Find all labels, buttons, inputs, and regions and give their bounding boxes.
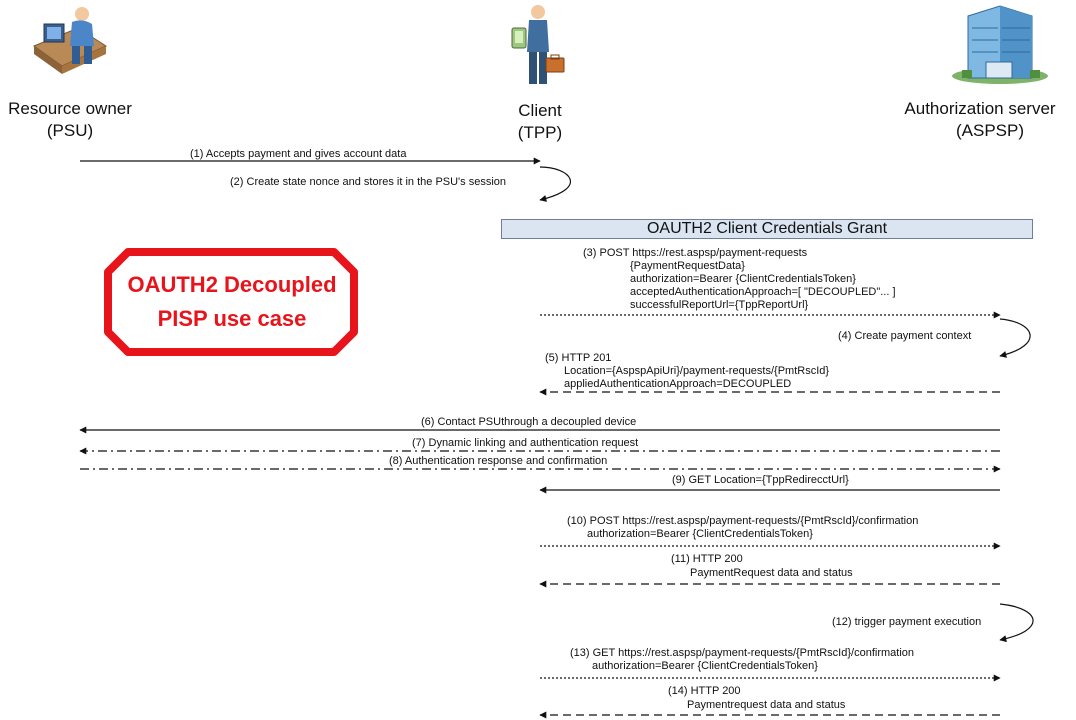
msg-7-label: (7) Dynamic linking and authentication r… <box>412 437 639 449</box>
actor-aspsp-name: Authorization server <box>904 99 1056 118</box>
msg-6-label: (6) Contact PSUthrough a decoupled devic… <box>421 416 637 428</box>
msg-3-line-3: authorization=Bearer {ClientCredentialsT… <box>630 273 856 285</box>
msg-14-line-2: Paymentrequest data and status <box>687 699 846 711</box>
actor-psu-role: (PSU) <box>46 121 94 140</box>
client-credentials-grant-banner: OAUTH2 Client Credentials Grant <box>501 219 1033 239</box>
use-case-badge-text: OAUTH2 Decoupled PISP use case <box>108 268 356 336</box>
use-case-badge <box>104 248 358 356</box>
msg-10-line-1: (10) POST https://rest.aspsp/payment-req… <box>567 515 919 527</box>
msg-13-line-2: authorization=Bearer {ClientCredentialsT… <box>592 660 818 672</box>
msg-14-line-1: (14) HTTP 200 <box>668 685 741 697</box>
msg-5-line-2: Location={AspspApiUri}/payment-requests/… <box>564 365 830 377</box>
msg-2-label: (2) Create state nonce and stores it in … <box>230 176 507 188</box>
msg-11-line-1: (11) HTTP 200 <box>671 553 743 565</box>
msg-3-line-5: successfulReportUrl={TppReportUrl} <box>630 299 809 311</box>
actor-psu-name: Resource owner <box>8 99 132 118</box>
msg-12-label: (12) trigger payment execution <box>832 616 982 628</box>
msg-1-label: (1) Accepts payment and gives account da… <box>190 148 407 160</box>
msg-3-line-2: {PaymentRequestData} <box>630 260 745 272</box>
actor-tpp-name: Client <box>518 101 562 120</box>
badge-line-1: OAUTH2 Decoupled <box>127 272 337 297</box>
arrow-2 <box>539 166 572 202</box>
msg-10-line-2: authorization=Bearer {ClientCredentialsT… <box>587 528 813 540</box>
arrow-4 <box>999 318 1031 358</box>
msg-3-line-4: acceptedAuthenticationApproach=[ "DECOUP… <box>630 286 896 298</box>
badge-line-2: PISP use case <box>157 306 307 331</box>
msg-4-label: (4) Create payment context <box>838 330 972 342</box>
msg-9-label: (9) GET Location={TppRedirecctUrl} <box>672 474 849 486</box>
msg-3-line-1: (3) POST https://rest.aspsp/payment-requ… <box>583 247 808 259</box>
person-at-computer-icon <box>32 7 108 74</box>
msg-11-line-2: PaymentRequest data and status <box>690 567 853 579</box>
msg-13-line-1: (13) GET https://rest.aspsp/payment-requ… <box>570 647 914 659</box>
bank-building-icon <box>952 5 1048 84</box>
actor-aspsp-role: (ASPSP) <box>955 121 1025 140</box>
arrow-12 <box>999 603 1034 643</box>
actor-tpp-role: (TPP) <box>517 123 563 142</box>
msg-5-line-1: (5) HTTP 201 <box>545 352 612 364</box>
business-person-icon <box>511 5 565 84</box>
msg-5-line-3: appliedAuthenticationApproach=DECOUPLED <box>564 378 792 390</box>
msg-8-label: (8) Authentication response and confirma… <box>389 455 608 467</box>
